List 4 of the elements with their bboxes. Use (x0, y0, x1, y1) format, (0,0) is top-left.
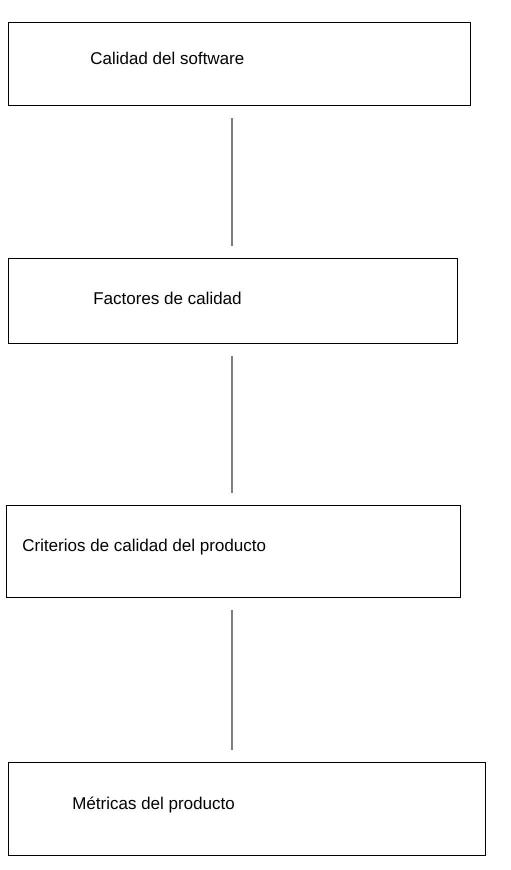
process-box: Calidad del software (8, 22, 471, 106)
process-box: Factores de calidad (8, 258, 458, 344)
process-box: Métricas del producto (8, 762, 486, 856)
process-box: Criterios de calidad del producto (6, 505, 461, 598)
